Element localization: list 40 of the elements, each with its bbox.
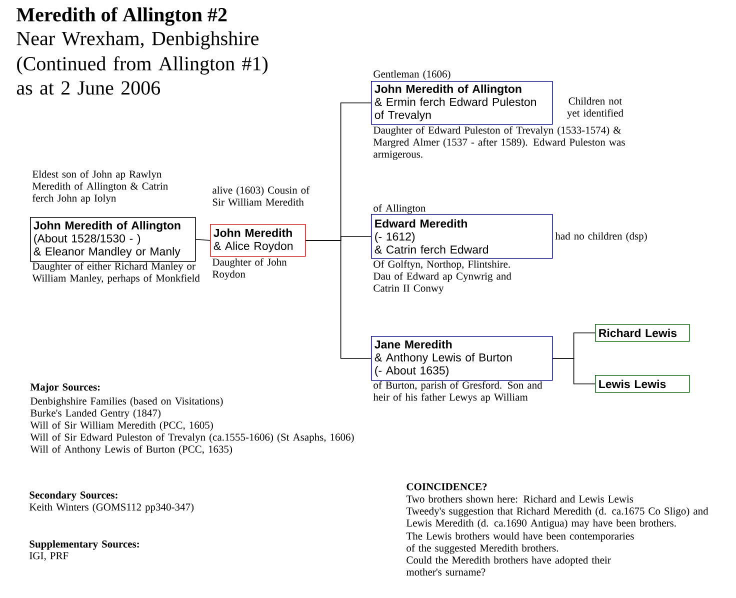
person-box: John Meredith of Allington & Ermin ferch Edward Puleston of Trevalyn — [371, 81, 553, 125]
note-text: Eldest son of John ap Rawlyn Meredith of Allington & Catrin ferch John ap Iolyn — [32, 170, 168, 204]
note-text: Will of Sir William Meredith (PCC, 1605) — [30, 421, 213, 431]
connector-line — [552, 358, 596, 384]
note-text: Daughter of either Richard Manley or William Manley, perhaps of Monkfield — [32, 262, 200, 284]
title: Meredith of Allington #2 — [16, 7, 227, 26]
note-text: Gentleman (1606) — [374, 70, 450, 80]
note-text: of Burton, parish of Gresford. Son and heir of his father Lewys ap William — [373, 381, 542, 403]
note-text: had no children (dsp) — [555, 232, 647, 242]
note-text: Of Golftyn, Northop, Flintshire. Dau of Edward ap Cynwrig and Catrin II Conwy — [374, 260, 512, 294]
section-heading: COINCIDENCE? — [406, 483, 487, 490]
note-text: alive (1603) Cousin of Sir William Meredith — [212, 186, 310, 206]
person-box: Edward Meredith (- 1612) & Catrin ferch Edward — [371, 214, 553, 259]
note-text: Two brothers shown here: Richard and Lewis Lewis — [406, 495, 634, 503]
note-text: Daughter of John Roydon — [212, 258, 287, 280]
section-heading: Secondary Sources: — [30, 491, 118, 501]
person-box: Richard Lewis — [595, 324, 690, 342]
note-text: IGI, PRF — [30, 552, 68, 561]
subtitle: (Continued from Allington #1) — [17, 56, 268, 75]
note-text: Keith Winters (GOMS112 pp340-347) — [30, 503, 194, 513]
person-box: Jane Meredith & Anthony Lewis of Burton (- About 1635) — [371, 336, 553, 381]
note-text: Denbighshire Families (based on Visitations) — [30, 397, 223, 407]
note-text: Tweedy's suggestion that Richard Meredith (d. ca.1675 Co Sligo) and Lewis Meredith (d. ca.1690 Antigua) may have been brothers. — [406, 507, 708, 529]
connector-line — [305, 240, 372, 359]
person-box: John Meredith of Allington (About 1528/1530 - ) & Eleanor Mandley or Manly — [30, 217, 196, 262]
note-text: of Allington — [374, 204, 426, 214]
note-text: Daughter of Edward Puleston of Trevalyn (1533-1574) & Margred Almer (1537 - after 1589). Edward Puleston was armigerous. — [374, 126, 625, 160]
connector-line — [195, 239, 210, 241]
subtitle: as at 2 June 2006 — [16, 81, 160, 95]
note-text: The Lewis brothers would have been contemporaries of the suggested Meredith brothers. — [406, 532, 634, 554]
subtitle: Near Wrexham, Denbighshire — [16, 31, 258, 50]
note-text: Burke's Landed Gentry (1847) — [30, 409, 160, 419]
note-text: Will of Sir Edward Puleston of Trevalyn (ca.1555-1606) (St Asaphs, 1606) — [30, 433, 354, 443]
person-box: Lewis Lewis — [595, 375, 690, 393]
section-heading: Major Sources: — [30, 383, 100, 393]
note-text: Children not yet identified — [567, 97, 624, 119]
note-text: Will of Anthony Lewis of Burton (PCC, 1635) — [30, 445, 232, 455]
note-text: Could the Meredith brothers have adopted their mother's surname? — [406, 556, 611, 576]
section-heading: Supplementary Sources: — [30, 540, 139, 550]
person-box: John Meredith & Alice Roydon — [210, 224, 306, 257]
